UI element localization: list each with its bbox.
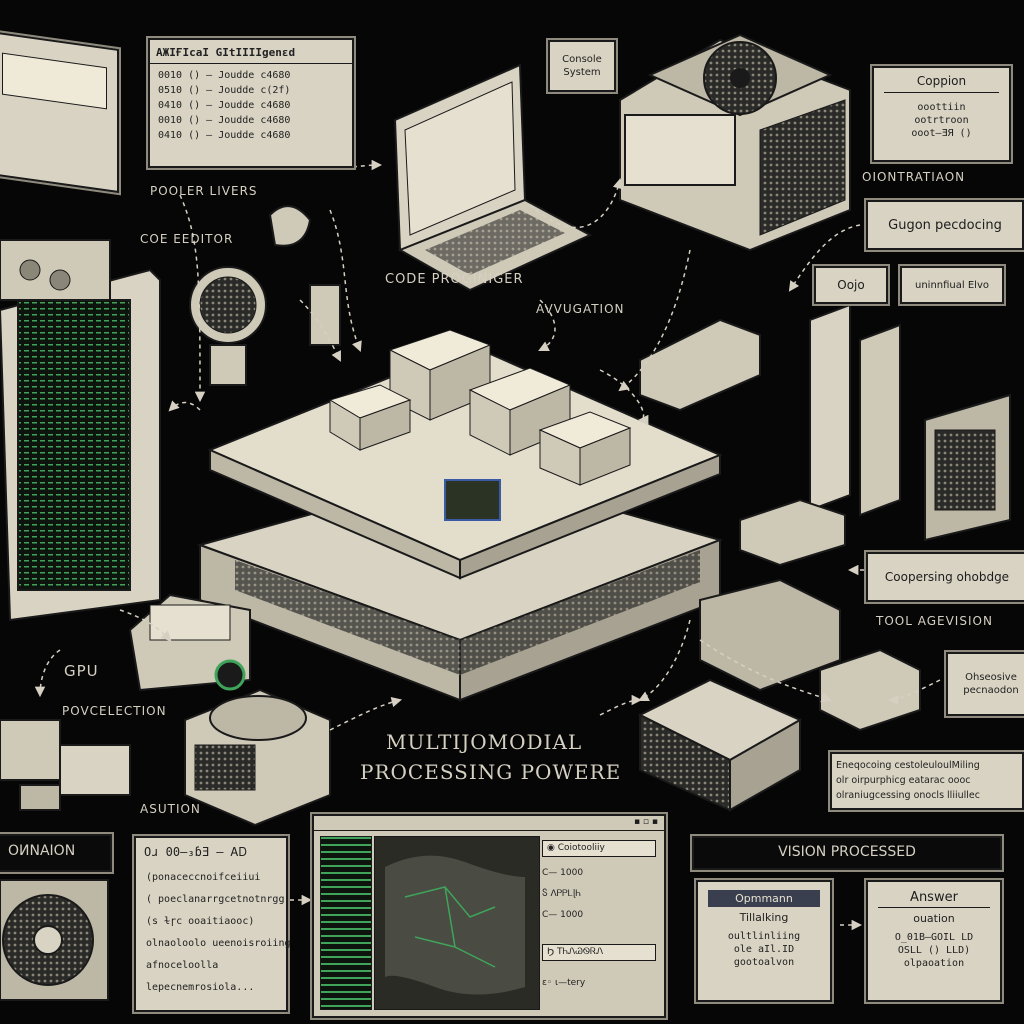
omnaion-bar: OИNAION xyxy=(0,834,112,872)
list-item: ooot—ƎЯ () xyxy=(911,128,972,139)
converging-label: Coopersing ohobdge xyxy=(884,570,1010,584)
converging-box: Coopersing ohobdge xyxy=(866,552,1024,602)
gpu-label: GPU xyxy=(64,662,99,680)
gpu-preprocessing-box: Gugon pecdocing xyxy=(866,200,1024,250)
window-controls-icon: ▪ ▫ ▪ xyxy=(633,817,658,827)
asution-label: ASUTION xyxy=(140,802,201,816)
chip-icon xyxy=(0,719,131,811)
map-view xyxy=(374,836,540,1010)
list-item: oultlinliing xyxy=(727,931,801,942)
list-item: 0510 () – Joudde c(2f) xyxy=(158,85,291,96)
list-item: (ponaceccnoifceiiui xyxy=(146,872,261,883)
list-item: lepecnemrosiola... xyxy=(146,982,255,993)
code-programmer-label: CODE PROGINIGER xyxy=(385,272,524,287)
ohseosive-label: Ohseosive pecnaodon xyxy=(963,672,1019,696)
poller-layers-label: POOLER LIVERS xyxy=(150,184,258,198)
connector-arrows xyxy=(34,159,941,931)
top-left-partial-panel xyxy=(0,30,119,194)
sidebar-item: C— 1000 xyxy=(542,868,584,878)
list-item: ooottiin xyxy=(917,102,966,113)
model-list-panel: AЖΙҒΙcaΙ GΙtΙΙΙΙgenԑd 0010 () – Joudde c… xyxy=(148,38,354,168)
thinking-label: Tillalking xyxy=(739,911,789,924)
coppion-title: Coppion xyxy=(884,68,999,93)
sidebar-item[interactable]: ◉ Coiotooliiy xyxy=(542,840,656,857)
code-list-title: Oɹ 00–₃ɓƎ – ᎪᎠ xyxy=(144,845,247,859)
server-rack-icon xyxy=(639,303,1011,732)
avugation-label: AVVUGATION xyxy=(536,302,625,316)
fan-icon xyxy=(189,266,267,386)
list-item: afnoceloolla xyxy=(146,960,219,971)
coppion-panel: Coppion ooottiin ootrtroon ooot—ƎЯ () xyxy=(872,66,1011,162)
vision-processed-bar: VISION PROCESSED xyxy=(692,836,1002,870)
vision-processed-label: VISION PROCESSED xyxy=(778,844,916,860)
list-item: olpaoation xyxy=(903,958,965,969)
answer-value: ouation xyxy=(913,912,955,925)
list-item: ootrtroon xyxy=(914,115,969,126)
optimization-header[interactable]: Opmmann xyxy=(708,890,820,907)
window-titlebar: ▪ ▫ ▪ xyxy=(314,816,664,831)
list-item: ole aIl.ID xyxy=(733,944,795,955)
main-title-line-2: PROCESSING POWERE xyxy=(360,760,622,784)
main-title-line-1: MULTIJOMODIAL xyxy=(386,730,583,754)
ojo-box: Oojo xyxy=(814,266,888,304)
console-system-box: Console System xyxy=(548,40,616,92)
ohseosive-box: Ohseosive pecnaodon xyxy=(946,652,1024,716)
optimization-panel: Opmmann Tillalking oultlinliing ole aIl.… xyxy=(696,880,832,1002)
model-list-title: AЖΙҒΙcaΙ GΙtΙΙΙΙgenԑd xyxy=(150,40,352,64)
list-item: O_01B—GOIL LD xyxy=(894,932,974,943)
povcelection-label: POVCELECTION xyxy=(62,704,167,718)
orientation-label: OIONTRATIAON xyxy=(862,170,966,184)
server-rack-icon xyxy=(0,239,161,622)
model-list-rows: 0010 () – Joudde c4680 0510 () – Joudde … xyxy=(150,64,352,147)
list-item: 0010 () – Joudde c4680 xyxy=(158,70,291,81)
reasoning-text-box: Eneqocoing cestoleuloulMiling olr oirpur… xyxy=(830,752,1024,810)
vision-monitor-window: ▪ ▫ ▪ ◉ Coiotooliiy C— 1000 Ⴝ ɅᏢᏢᏞɭᏂ C— … xyxy=(312,814,666,1018)
gpu-preprocessing-label: Gugon pecdocing xyxy=(888,217,1002,233)
central-platform xyxy=(196,329,724,702)
list-item: (s ɫɼc ooaitiaooc) xyxy=(146,916,255,927)
console-system-label: Console System xyxy=(562,54,602,78)
code-pane xyxy=(320,836,372,1010)
list-item: 0410 () – Joudde c4680 xyxy=(158,130,291,141)
answer-header: Answer xyxy=(878,888,990,908)
map-graphic xyxy=(385,855,525,995)
list-item: ( poeclanarrgcetnotnrgg xyxy=(146,894,285,905)
omnaion-label: OИNAION xyxy=(8,843,76,859)
chip-icon xyxy=(637,678,803,812)
tool-agevision-label: TOOL AGEVISION xyxy=(876,614,993,628)
chip-icon xyxy=(268,205,341,346)
sidebar-item: C— 1000 xyxy=(542,910,584,920)
heatsink-icon xyxy=(619,33,851,252)
gpu-card-icon xyxy=(128,593,251,692)
sidebar-item: ɛ◦ ɩ—tery xyxy=(542,978,586,988)
unification-box: uninnfiual Elvo xyxy=(900,266,1004,304)
laptop-icon xyxy=(393,63,593,292)
list-item: 0410 () – Joudde c4680 xyxy=(158,100,291,111)
fan-icon xyxy=(0,879,109,1001)
list-item: gootoalvon xyxy=(733,957,795,968)
sidebar-item[interactable]: Ϧ TᏂᏁᏊᏫᏒᏁ xyxy=(542,944,656,961)
screen-sidebar: ◉ Coiotooliiy C— 1000 Ⴝ ɅᏢᏢᏞɭᏂ C— 1000 Ϧ… xyxy=(542,840,656,990)
code-editor-label: COE EEDITOR xyxy=(140,232,234,246)
ojo-label: Oojo xyxy=(837,278,865,292)
reasoning-text: Eneqocoing cestoleuloulMiling olr oirpur… xyxy=(836,760,980,801)
code-list-panel: Oɹ 00–₃ɓƎ – ᎪᎠ (ponaceccnoifceiiui ( poe… xyxy=(134,836,291,1012)
answer-panel: Answer ouation O_01B—GOIL LD OSLL () LLD… xyxy=(866,880,1002,1002)
list-item: 0010 () – Joudde c4680 xyxy=(158,115,291,126)
unification-label: uninnfiual Elvo xyxy=(915,279,989,291)
sidebar-item: Ⴝ ɅᏢᏢᏞɭᏂ xyxy=(542,889,581,899)
list-item: OSLL () LLD) xyxy=(897,945,971,956)
heatsink-icon xyxy=(184,688,331,827)
list-item: olnaoloolo ueenoisroiing xyxy=(146,938,291,949)
